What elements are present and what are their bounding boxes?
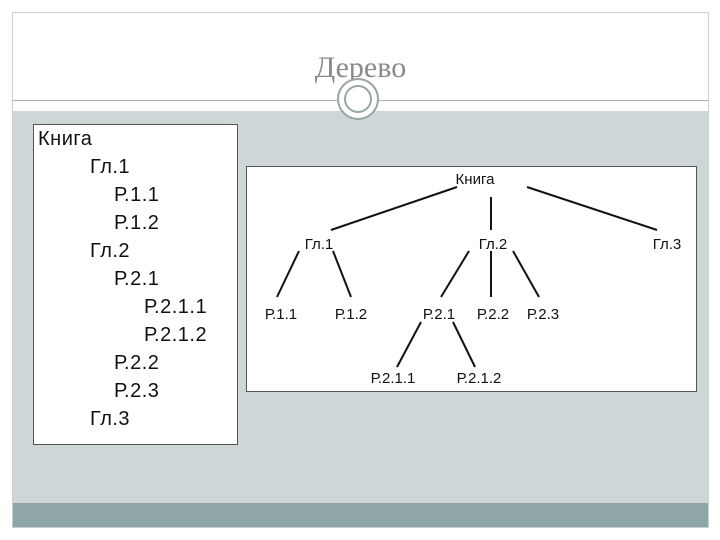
- edge-s21-s211: [396, 321, 422, 368]
- edge-s21-s212: [452, 321, 476, 368]
- outline-list-panel: Книга Гл.1 Р.1.1 Р.1.2 Гл.2 Р.2.1 Р.2.1.…: [33, 124, 238, 445]
- outline-item-subsection: Р.2.1.1: [144, 296, 208, 318]
- edge-ch1-s12: [332, 250, 352, 298]
- outline-item-section: Р.2.2: [114, 352, 160, 374]
- outline-item-book: Книга: [38, 128, 93, 150]
- edge-ch2-s21: [440, 250, 470, 298]
- footer-band: [13, 503, 708, 527]
- node-section-2-1: Р.2.1: [423, 306, 455, 323]
- outline-item-subsection: Р.2.1.2: [144, 324, 208, 346]
- outline-item-section: Р.2.3: [114, 380, 160, 402]
- node-section-1-1: Р.1.1: [265, 306, 297, 323]
- node-section-1-2: Р.1.2: [335, 306, 367, 323]
- edge-ch2-s23: [512, 250, 540, 298]
- outline-item-chapter: Гл.2: [90, 240, 131, 262]
- divider-circle-ornament: [337, 78, 379, 120]
- outline-item-section: Р.2.1: [114, 268, 160, 290]
- tree-diagram: Книга Гл.1 Гл.2 Гл.3 Р.1.1 Р.1.2 Р.2.1 Р…: [265, 171, 682, 387]
- node-chapter-2: Гл.2: [479, 236, 508, 253]
- node-section-2-2: Р.2.2: [477, 306, 509, 323]
- outline-item-section: Р.1.2: [114, 212, 160, 234]
- edge-ch1-s11: [276, 250, 300, 298]
- node-chapter-1: Гл.1: [305, 236, 334, 253]
- node-section-2-3: Р.2.3: [527, 306, 559, 323]
- edge-book-ch3: [526, 186, 658, 231]
- node-chapter-3: Гл.3: [653, 236, 682, 253]
- edge-book-ch1: [330, 186, 458, 231]
- outline-item-chapter: Гл.1: [90, 156, 131, 178]
- node-subsection-2-1-2: Р.2.1.2: [457, 370, 502, 387]
- tree-diagram-panel: Книга Гл.1 Гл.2 Гл.3 Р.1.1 Р.1.2 Р.2.1 Р…: [246, 166, 697, 392]
- outline-item-chapter: Гл.3: [90, 408, 131, 430]
- outline-item-section: Р.1.1: [114, 184, 160, 206]
- node-subsection-2-1-1: Р.2.1.1: [371, 370, 416, 387]
- node-book: Книга: [456, 171, 496, 188]
